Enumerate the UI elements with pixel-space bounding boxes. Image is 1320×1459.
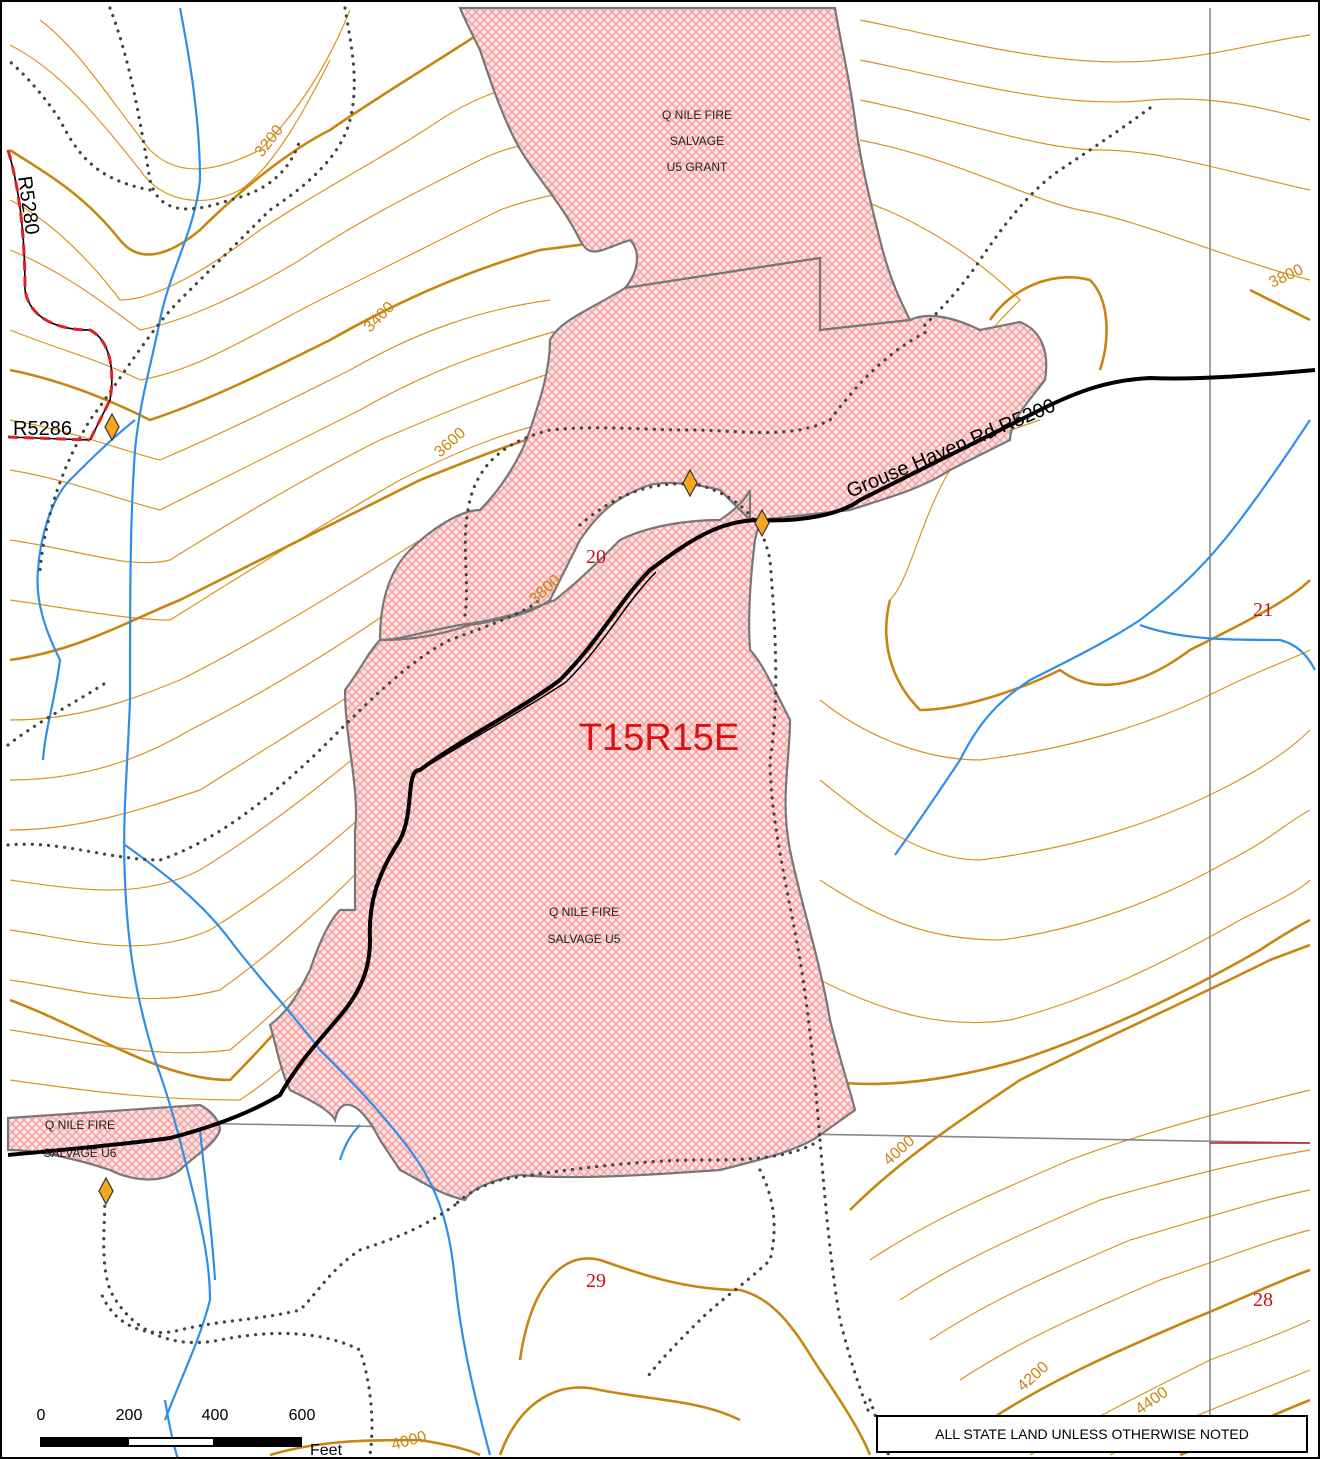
svg-text:28: 28 bbox=[1253, 1289, 1273, 1311]
gate-diamond-icon bbox=[682, 468, 698, 498]
unit-u5-grant bbox=[458, 6, 912, 332]
contour-label: 4000 bbox=[390, 1428, 429, 1454]
contour-label: 3800 bbox=[1267, 261, 1307, 291]
contour-label: 4200 bbox=[1014, 1358, 1052, 1395]
road-label-r5286: R5286 bbox=[13, 418, 72, 440]
svg-text:SALVAGE: SALVAGE bbox=[670, 134, 724, 148]
svg-text:200: 200 bbox=[116, 1407, 143, 1424]
unit-u5 bbox=[268, 256, 1048, 1202]
road-r5200 bbox=[7, 368, 1316, 1157]
unit-u6 bbox=[6, 1103, 222, 1181]
svg-text:Q NILE FIRE: Q NILE FIRE bbox=[662, 108, 732, 122]
land-ownership-note: ALL STATE LAND UNLESS OTHERWISE NOTED bbox=[876, 1415, 1308, 1453]
contour-label: 4000 bbox=[880, 1132, 918, 1169]
svg-text:Q NILE FIRE: Q NILE FIRE bbox=[549, 905, 619, 919]
svg-text:29: 29 bbox=[586, 1270, 606, 1292]
unit-labels: Q NILE FIRE SALVAGE U5 GRANT Q NILE FIRE… bbox=[44, 108, 732, 1160]
township-label: T15R15E bbox=[579, 717, 740, 759]
svg-text:SALVAGE U6: SALVAGE U6 bbox=[44, 1146, 117, 1160]
roads bbox=[6, 149, 1316, 1157]
scale-bar: 0 200 400 600 Feet bbox=[37, 1407, 343, 1459]
svg-text:0: 0 bbox=[37, 1407, 46, 1424]
streams bbox=[36, 7, 1316, 1459]
gates bbox=[98, 412, 770, 1206]
section-labels: 20 21 28 29 bbox=[586, 546, 1273, 1311]
svg-text:Feet: Feet bbox=[310, 1442, 343, 1459]
svg-text:Q NILE FIRE: Q NILE FIRE bbox=[45, 1118, 115, 1132]
contour-label: 3400 bbox=[361, 299, 398, 336]
contour-label: 3600 bbox=[431, 424, 469, 461]
harvest-units bbox=[6, 6, 1048, 1202]
svg-text:U5 GRANT: U5 GRANT bbox=[667, 160, 728, 174]
gate-diamond-icon bbox=[104, 412, 120, 442]
road-label-r5280: R5280 bbox=[13, 175, 43, 236]
svg-text:400: 400 bbox=[202, 1407, 229, 1424]
gate-diamond-icon bbox=[754, 508, 770, 538]
svg-text:600: 600 bbox=[289, 1407, 316, 1424]
svg-text:20: 20 bbox=[586, 546, 606, 568]
contour-lines-northeast bbox=[819, 19, 1311, 1086]
svg-text:SALVAGE U5: SALVAGE U5 bbox=[548, 932, 621, 946]
gate-diamond-icon bbox=[98, 1176, 114, 1206]
contour-label: 3200 bbox=[252, 122, 287, 161]
svg-text:21: 21 bbox=[1253, 599, 1273, 621]
